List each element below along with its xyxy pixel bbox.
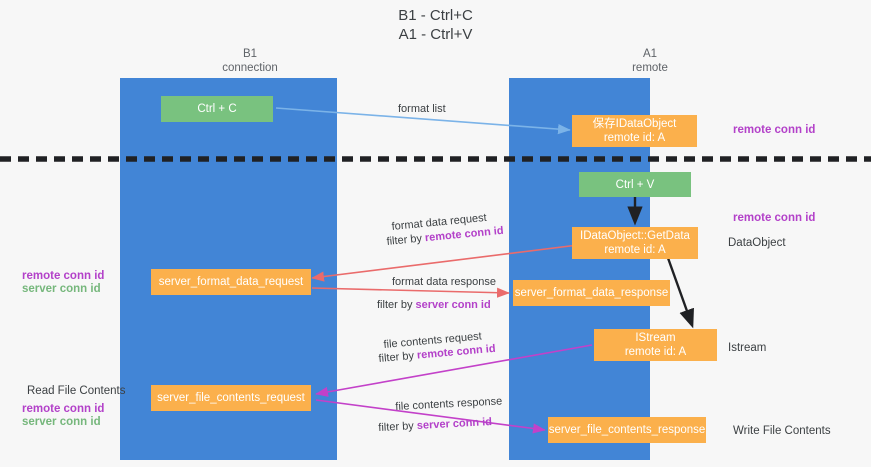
lane-header-a1: A1 remote bbox=[632, 48, 668, 74]
box-istream[interactable]: IStream remote id: A bbox=[594, 329, 717, 361]
filter-prefix: filter by bbox=[378, 349, 418, 365]
annotation-text: server conn id bbox=[22, 283, 101, 295]
lane-header-b1: B1 connection bbox=[222, 48, 278, 74]
arrow-getdata-to-istream bbox=[666, 257, 694, 329]
box-save-idataobject[interactable]: 保存IDataObject remote id: A bbox=[572, 115, 697, 147]
box-getdata-line1: IDataObject::GetData bbox=[580, 230, 690, 242]
annotation-remote-conn-id-left-2: remote conn id bbox=[22, 402, 104, 417]
box-server-file-contents-request[interactable]: server_file_contents_request bbox=[151, 385, 311, 411]
box-server-format-data-response[interactable]: server_format_data_response bbox=[513, 280, 670, 306]
filter-prefix: filter by bbox=[377, 299, 416, 311]
box-ctrl-v-label: Ctrl + V bbox=[615, 178, 655, 191]
edge-label-file-contents-response-filter: filter by server conn id bbox=[378, 415, 492, 435]
box-save-idataobject-line1: 保存IDataObject bbox=[592, 118, 677, 130]
edge-label-format-data-response: format data response bbox=[392, 276, 496, 288]
annotation-text: remote conn id bbox=[22, 403, 105, 415]
annotation-remote-conn-id-left-1: remote conn id bbox=[22, 269, 104, 284]
annotation-text: remote conn id bbox=[22, 270, 105, 282]
page-title: B1 - Ctrl+C A1 - Ctrl+V bbox=[398, 7, 473, 43]
box-getdata-line2: remote id: A bbox=[604, 244, 666, 256]
edge-label-file-contents-response: file contents response bbox=[395, 395, 503, 413]
annotation-dataobject: DataObject bbox=[728, 237, 786, 249]
box-server-file-contents-response-label: server_file_contents_response bbox=[548, 424, 706, 436]
annotation-text: server conn id bbox=[22, 416, 101, 428]
filter-prefix: filter by bbox=[378, 419, 418, 434]
annotation-read-file-contents: Read File Contents bbox=[27, 385, 126, 397]
box-idataobject-getdata[interactable]: IDataObject::GetData remote id: A bbox=[572, 227, 698, 259]
filter-prefix: filter by bbox=[386, 232, 426, 248]
edge-label-format-data-response-filter: filter by server conn id bbox=[377, 298, 491, 312]
box-save-idataobject-line2: remote id: A bbox=[603, 132, 666, 144]
annotation-server-conn-id-left-2: server conn id bbox=[22, 415, 101, 430]
edge-label-format-list: format list bbox=[398, 103, 446, 115]
box-server-file-contents-request-label: server_file_contents_request bbox=[157, 392, 305, 404]
box-ctrl-v[interactable]: Ctrl + V bbox=[579, 172, 691, 197]
annotation-remote-conn-id-mid: remote conn id bbox=[733, 211, 815, 226]
keyword-server-conn-id: server conn id bbox=[415, 299, 491, 311]
annotation-text: remote conn id bbox=[733, 124, 816, 136]
box-ctrl-c-label: Ctrl + C bbox=[197, 103, 237, 115]
annotation-istream: Istream bbox=[728, 342, 767, 354]
box-server-format-data-response-label: server_format_data_response bbox=[514, 287, 669, 299]
box-server-format-data-request[interactable]: server_format_data_request bbox=[151, 269, 311, 295]
annotation-server-conn-id-left-1: server conn id bbox=[22, 282, 101, 297]
box-ctrl-c[interactable]: Ctrl + C bbox=[161, 96, 273, 122]
box-istream-line2: remote id: A bbox=[624, 346, 687, 358]
box-server-file-contents-response[interactable]: server_file_contents_response bbox=[548, 417, 706, 443]
annotation-remote-conn-id-top: remote conn id bbox=[733, 123, 815, 138]
keyword-server-conn-id: server conn id bbox=[416, 416, 493, 432]
annotation-write-file-contents: Write File Contents bbox=[733, 425, 831, 437]
box-server-format-data-request-label: server_format_data_request bbox=[158, 276, 304, 288]
annotation-text: remote conn id bbox=[733, 212, 816, 224]
box-istream-line1: IStream bbox=[635, 332, 676, 344]
